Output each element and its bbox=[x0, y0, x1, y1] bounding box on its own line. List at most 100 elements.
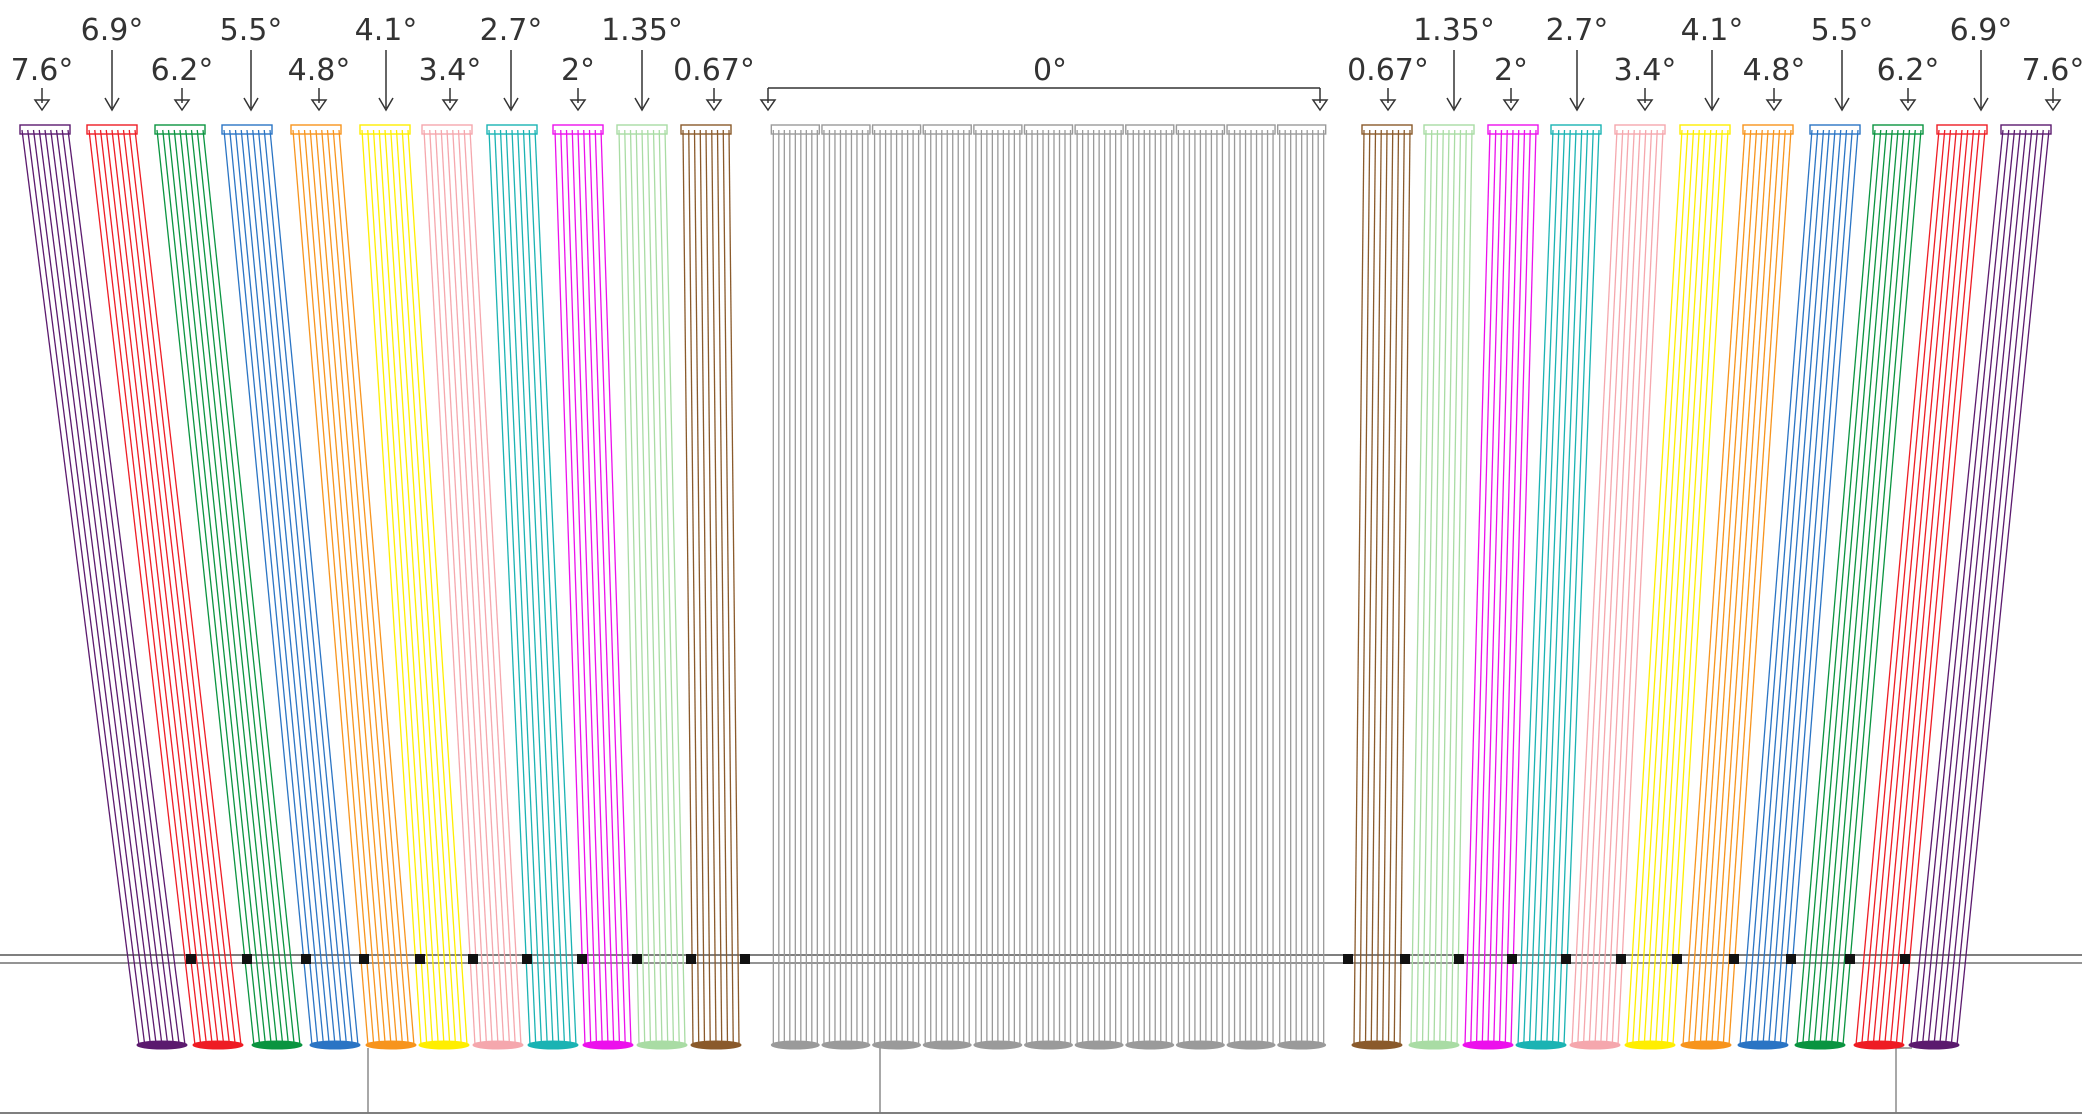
open-arrow-icon bbox=[1636, 88, 1654, 112]
tube-line bbox=[128, 129, 236, 1046]
tube-line bbox=[384, 129, 445, 1046]
open-arrow-icon bbox=[2044, 88, 2062, 112]
tube-bundle-left bbox=[552, 124, 634, 1050]
joint-marker bbox=[686, 954, 696, 964]
tube-line bbox=[50, 129, 169, 1046]
tube-end bbox=[973, 1040, 1023, 1050]
tube-line bbox=[1540, 129, 1577, 1046]
tube-line bbox=[1660, 129, 1718, 1046]
angle-label: 2° bbox=[561, 53, 595, 88]
tube-line bbox=[1649, 129, 1706, 1046]
tube-line bbox=[1498, 129, 1526, 1046]
tube-line bbox=[440, 129, 493, 1046]
tube-line bbox=[1842, 129, 1922, 1046]
angle-label: 4.8° bbox=[288, 53, 351, 88]
tube-bundle-right bbox=[1737, 124, 1861, 1050]
tube-end bbox=[251, 1040, 303, 1050]
tube-bundle-right bbox=[1624, 124, 1731, 1050]
tube-line bbox=[298, 129, 375, 1046]
angle-label: 7.6° bbox=[2022, 53, 2082, 88]
tube-cap bbox=[1809, 124, 1861, 135]
tube-cap bbox=[922, 124, 972, 135]
tube-line bbox=[395, 129, 457, 1046]
tube-line bbox=[1456, 129, 1473, 1046]
tube-line bbox=[117, 129, 225, 1046]
tube-line bbox=[1546, 129, 1583, 1046]
tube-line bbox=[618, 129, 640, 1046]
tube-line bbox=[134, 129, 242, 1046]
tube-end bbox=[1024, 1040, 1073, 1050]
tube-line bbox=[705, 129, 717, 1046]
tube-line bbox=[658, 129, 680, 1046]
tube-line bbox=[1901, 129, 1986, 1046]
tube-line bbox=[457, 129, 511, 1046]
joint-marker bbox=[1561, 954, 1571, 964]
tube-cap bbox=[1226, 124, 1276, 135]
tube-line bbox=[588, 129, 621, 1046]
open-arrow-icon bbox=[173, 88, 191, 112]
tube-end bbox=[1624, 1040, 1676, 1050]
tube-line bbox=[1557, 129, 1594, 1046]
tube-line bbox=[682, 129, 694, 1046]
joint-marker bbox=[740, 954, 750, 964]
joint-marker bbox=[577, 954, 587, 964]
tube-end bbox=[1408, 1040, 1460, 1050]
tube-end bbox=[136, 1040, 188, 1050]
tube-line bbox=[1802, 129, 1882, 1046]
tube-line bbox=[511, 129, 554, 1046]
tube-end bbox=[636, 1040, 688, 1050]
tube-line bbox=[688, 129, 700, 1046]
open-arrow-icon bbox=[1311, 88, 1329, 112]
open-arrow-icon bbox=[1765, 88, 1783, 112]
tube-cap bbox=[552, 124, 604, 135]
down-arrow-icon bbox=[1704, 50, 1720, 112]
tube-bundle-center bbox=[1074, 124, 1124, 1050]
tube-line bbox=[38, 129, 157, 1046]
tube-line bbox=[1716, 129, 1781, 1046]
tube-line bbox=[269, 129, 359, 1046]
down-arrow-icon bbox=[503, 50, 519, 112]
angle-label: 5.5° bbox=[1811, 13, 1874, 48]
tube-bundle-right bbox=[1569, 124, 1666, 1050]
tube-end bbox=[1680, 1040, 1732, 1050]
tube-bundle-left bbox=[86, 124, 244, 1050]
tube-line bbox=[1889, 129, 1975, 1046]
tube-end bbox=[872, 1040, 922, 1050]
joint-marker bbox=[1900, 954, 1910, 964]
tube-line bbox=[390, 129, 451, 1046]
tube-cap bbox=[1074, 124, 1124, 135]
tube-line bbox=[240, 129, 330, 1046]
tube-line bbox=[641, 129, 663, 1046]
tube-cap bbox=[1423, 124, 1475, 135]
down-arrow-icon bbox=[1446, 50, 1462, 112]
tube-line bbox=[635, 129, 657, 1046]
tube-fans bbox=[19, 124, 2052, 1050]
joint-marker bbox=[632, 954, 642, 964]
tube-line bbox=[505, 129, 548, 1046]
tube-line bbox=[722, 129, 734, 1046]
tube-line bbox=[105, 129, 213, 1046]
tube-line bbox=[326, 129, 404, 1046]
open-arrow-icon bbox=[1502, 88, 1520, 112]
down-arrow-icon bbox=[1834, 50, 1850, 112]
tube-cap bbox=[2000, 124, 2052, 135]
tube-cap bbox=[1175, 124, 1226, 135]
tube-line bbox=[401, 129, 462, 1046]
tube-line bbox=[522, 129, 566, 1046]
tube-cap bbox=[616, 124, 668, 135]
tube-line bbox=[315, 129, 392, 1046]
tube-line bbox=[229, 129, 319, 1046]
angle-label: 2.7° bbox=[1546, 13, 1609, 48]
tube-bundle-right bbox=[1794, 124, 1924, 1050]
tube-cap bbox=[1550, 124, 1602, 135]
tube-line bbox=[1582, 129, 1630, 1046]
tube-cap bbox=[871, 124, 922, 135]
tube-line bbox=[1376, 129, 1388, 1046]
tube-line bbox=[1872, 129, 1957, 1046]
angle-label: 2° bbox=[1494, 53, 1528, 88]
tube-line bbox=[21, 129, 140, 1046]
tube-end bbox=[418, 1040, 470, 1050]
tube-line bbox=[434, 129, 488, 1046]
tube-cap bbox=[86, 124, 138, 135]
tube-end bbox=[922, 1040, 972, 1050]
